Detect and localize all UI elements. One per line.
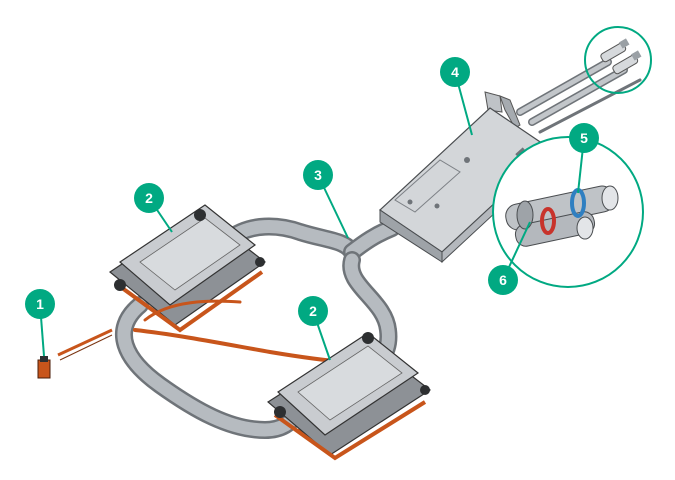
svg-text:2: 2 [145,190,153,206]
callout-4: 4 [440,57,470,87]
svg-text:3: 3 [314,167,322,183]
svg-text:2: 2 [309,303,317,319]
coolant-tubes [114,217,401,439]
callout-3: 3 [303,160,333,190]
svg-text:4: 4 [451,64,459,80]
callout-5: 5 [569,123,599,153]
quick-connect-fittings [584,26,652,94]
external-tubes [516,58,642,134]
svg-text:1: 1 [36,296,44,312]
callout-6: 6 [488,265,518,295]
cold-plate-icon-upper [108,204,267,333]
cold-plate-icon-lower [266,332,432,461]
cable-connector [37,359,51,379]
callout-1: 1 [25,289,55,319]
connector-zoom-inset [492,136,644,288]
callout-2-upper: 2 [134,183,164,213]
sensor-cable [37,328,113,379]
svg-text:5: 5 [580,130,588,146]
callout-2-lower: 2 [298,296,328,326]
svg-text:6: 6 [499,272,507,288]
